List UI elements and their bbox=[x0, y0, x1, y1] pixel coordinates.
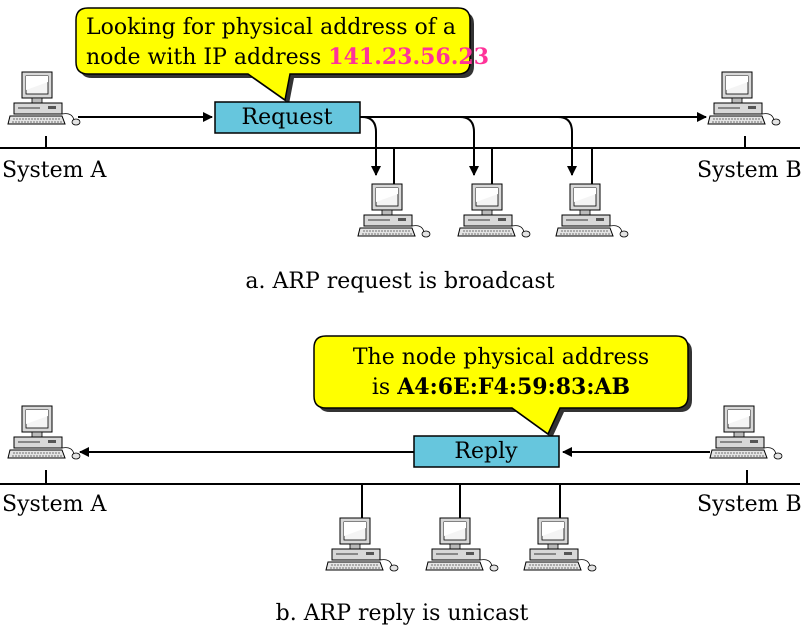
reply-packet-label: Reply bbox=[454, 439, 518, 464]
panel-a-callout: Looking for physical address of a node w… bbox=[75, 7, 489, 104]
panel-b-node-1-computer-icon bbox=[325, 517, 399, 572]
panel-b-callout-line2: is A4:6E:F4:59:83:AB bbox=[372, 374, 630, 400]
panel-a-callout-line1: Looking for physical address of a bbox=[86, 15, 456, 40]
ip-address: 141.23.56.23 bbox=[328, 44, 489, 70]
panel-a-system-a-label: System A bbox=[2, 158, 108, 183]
panel-b-system-a-label: System A bbox=[2, 492, 108, 517]
panel-a-callout-line2: node with IP address 141.23.56.23 bbox=[86, 44, 489, 70]
panel-a-system-b-label: System B bbox=[697, 158, 802, 183]
request-packet-label: Request bbox=[242, 105, 333, 130]
request-packet bbox=[214, 101, 361, 134]
panel-a: Looking for physical address of a node w… bbox=[0, 7, 802, 294]
panel-b-system-b-label: System B bbox=[697, 492, 802, 517]
panel-a-caption: a. ARP request is broadcast bbox=[245, 269, 554, 294]
mac-address: A4:6E:F4:59:83:AB bbox=[396, 374, 630, 400]
panel-b: The node physical address is A4:6E:F4:59… bbox=[0, 335, 802, 626]
panel-a-callout-prefix: node with IP address bbox=[86, 45, 328, 70]
system-a-computer-icon bbox=[7, 71, 81, 126]
panel-b-system-b-computer-icon bbox=[709, 405, 783, 460]
panel-b-callout: The node physical address is A4:6E:F4:59… bbox=[313, 335, 692, 438]
panel-a-node-2-computer-icon bbox=[457, 183, 531, 238]
panel-b-node-3-computer-icon bbox=[523, 517, 597, 572]
reply-packet bbox=[413, 435, 560, 468]
panel-b-caption: b. ARP reply is unicast bbox=[276, 601, 529, 626]
panel-b-system-a-computer-icon bbox=[7, 405, 81, 460]
panel-b-callout-prefix: is bbox=[372, 375, 397, 400]
system-b-computer-icon bbox=[707, 71, 781, 126]
panel-b-node-2-computer-icon bbox=[425, 517, 499, 572]
panel-a-node-3-computer-icon bbox=[555, 183, 629, 238]
panel-a-node-1-computer-icon bbox=[357, 183, 431, 238]
panel-b-callout-line1: The node physical address bbox=[353, 345, 649, 370]
